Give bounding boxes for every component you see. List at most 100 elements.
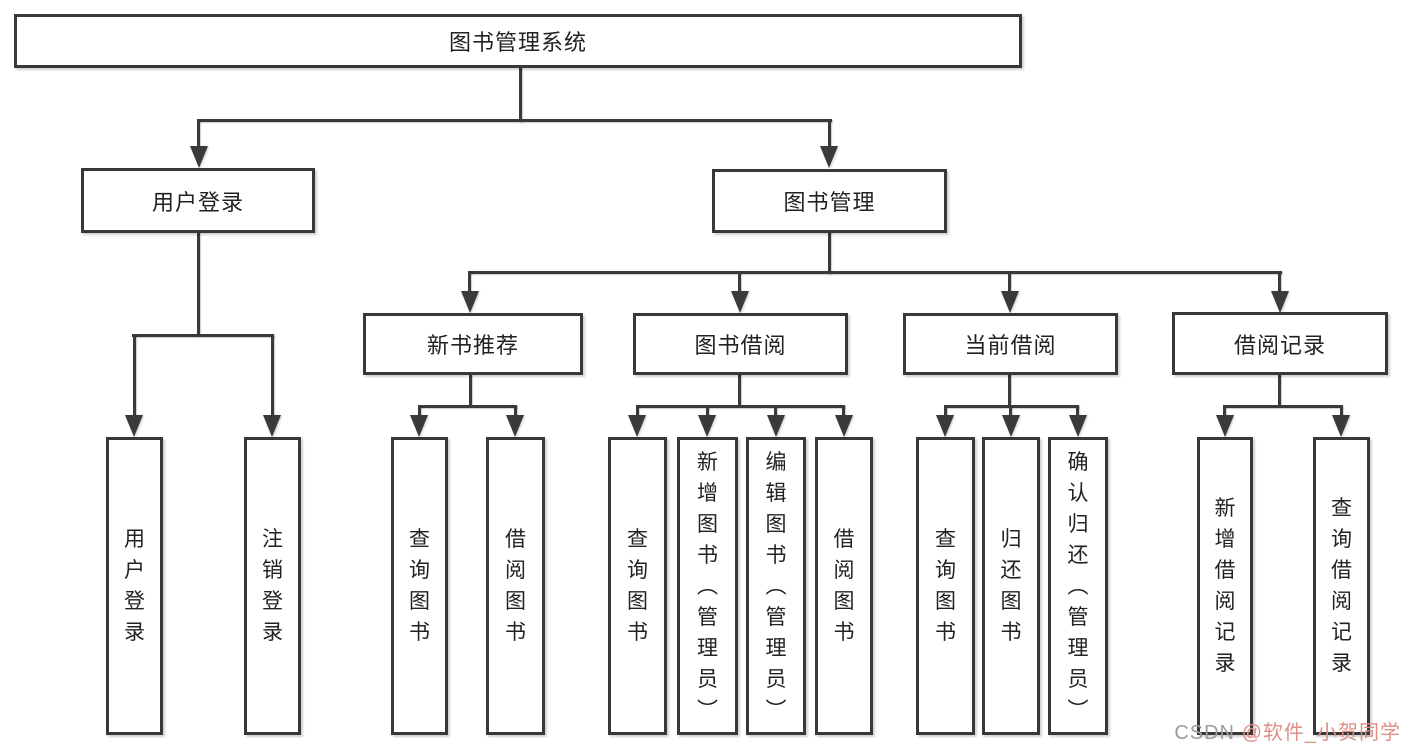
vertical-char: 登	[262, 590, 283, 613]
vertical-char: 录	[262, 621, 283, 644]
vertical-char: 书	[1000, 621, 1022, 644]
node-current-borrowing: 当前借阅	[903, 313, 1118, 375]
vertical-char: 查	[627, 528, 648, 551]
arrowhead-icon	[461, 291, 479, 313]
watermark: CSDN @软件_小贺同学	[1174, 716, 1401, 745]
vertical-char: 阅	[505, 559, 526, 582]
vertical-char: 用	[124, 528, 145, 551]
node-user-login: 用户登录	[81, 168, 315, 233]
vertical-char: 理	[1067, 636, 1089, 660]
leaf-edit-book-admin: 编辑图书︵管理员︶	[746, 437, 806, 735]
watermark-brand: CSDN	[1174, 722, 1235, 744]
vertical-char: 图	[627, 590, 648, 613]
arrowhead-icon	[731, 291, 749, 313]
vertical-char: 询	[935, 559, 956, 582]
connector-line	[828, 231, 831, 274]
vertical-char: 管	[697, 605, 718, 629]
vertical-char: 理	[697, 636, 718, 660]
vertical-char: 阅	[1331, 590, 1352, 613]
connector-line	[1223, 405, 1226, 417]
vertical-char: 查	[1331, 497, 1352, 520]
vertical-char: 查	[409, 528, 430, 551]
leaf-add-book-admin: 新增图书︵管理员︶	[677, 437, 738, 735]
connector-line	[1340, 405, 1343, 417]
vertical-char: 阅	[833, 559, 855, 582]
vertical-char: 书	[833, 621, 855, 644]
arrowhead-icon	[628, 415, 646, 437]
arrowhead-icon	[936, 415, 954, 437]
vertical-char: 借	[1331, 559, 1352, 582]
vertical-char: 注	[262, 528, 283, 551]
vertical-char: 图	[833, 590, 855, 613]
vertical-char: 员	[765, 667, 787, 691]
vertical-char: ︶	[697, 698, 718, 722]
arrowhead-icon	[1271, 291, 1289, 313]
vertical-char: 管	[765, 605, 787, 629]
connector-line	[1008, 271, 1011, 293]
vertical-char: 户	[124, 559, 145, 582]
connector-line	[271, 334, 274, 416]
arrowhead-icon	[410, 415, 428, 437]
leaf-borrow-books-2: 借阅图书	[815, 437, 873, 735]
vertical-char: 登	[124, 590, 145, 613]
arrowhead-icon	[190, 146, 208, 168]
connector-line	[132, 334, 274, 337]
vertical-char: 书	[765, 543, 787, 567]
arrowhead-icon	[835, 415, 853, 437]
node-borrowing-records: 借阅记录	[1172, 312, 1388, 375]
vertical-char: 增	[1214, 528, 1236, 551]
arrowhead-icon	[506, 415, 524, 437]
arrowhead-icon	[1002, 415, 1020, 437]
vertical-char: 借	[833, 528, 855, 551]
node-library-system: 图书管理系统	[14, 14, 1022, 68]
vertical-char: 记	[1331, 621, 1352, 644]
leaf-query-books-3: 查询图书	[916, 437, 975, 735]
vertical-char: 编	[765, 450, 787, 474]
vertical-char: ︵	[765, 574, 787, 598]
vertical-char: 书	[627, 621, 648, 644]
vertical-char: 书	[505, 621, 526, 644]
leaf-logout: 注销登录	[244, 437, 301, 735]
leaf-query-books-1: 查询图书	[391, 437, 448, 735]
arrowhead-icon	[767, 415, 785, 437]
arrowhead-icon	[820, 146, 838, 168]
vertical-char: 书	[409, 621, 430, 644]
vertical-char: 还	[1000, 559, 1022, 582]
connector-line	[514, 405, 517, 417]
vertical-char: 增	[697, 481, 718, 505]
connector-line	[774, 405, 777, 417]
vertical-char: 图	[505, 590, 526, 613]
connector-line	[1278, 271, 1281, 293]
vertical-char: 员	[1067, 667, 1089, 691]
vertical-char: ︶	[765, 698, 787, 722]
vertical-char: 图	[935, 590, 956, 613]
connector-line	[738, 374, 741, 407]
arrowhead-icon	[698, 415, 716, 437]
node-new-book-recommend: 新书推荐	[363, 313, 583, 375]
connector-line	[738, 271, 741, 293]
leaf-borrow-books-1: 借阅图书	[486, 437, 545, 735]
vertical-char: 询	[409, 559, 430, 582]
vertical-char: 辑	[765, 481, 787, 505]
arrowhead-icon	[1069, 415, 1087, 437]
vertical-char: 图	[1000, 590, 1022, 613]
leaf-confirm-return-admin: 确认归还︵管理员︶	[1048, 437, 1108, 735]
connector-line	[944, 405, 947, 417]
node-book-borrowing: 图书借阅	[633, 313, 848, 375]
node-book-management: 图书管理	[712, 169, 947, 233]
vertical-char: 图	[765, 512, 787, 536]
connector-line	[519, 66, 522, 122]
arrowhead-icon	[1216, 415, 1234, 437]
connector-line	[469, 374, 472, 407]
connector-line	[133, 334, 136, 416]
connector-line	[706, 405, 709, 417]
vertical-char: 还	[1067, 543, 1089, 567]
connector-line	[197, 119, 200, 148]
leaf-query-books-2: 查询图书	[608, 437, 667, 735]
vertical-char: 询	[1331, 528, 1352, 551]
vertical-char: 录	[1331, 652, 1352, 675]
arrowhead-icon	[125, 415, 143, 437]
vertical-char: 员	[697, 667, 718, 691]
connector-line	[418, 405, 421, 417]
